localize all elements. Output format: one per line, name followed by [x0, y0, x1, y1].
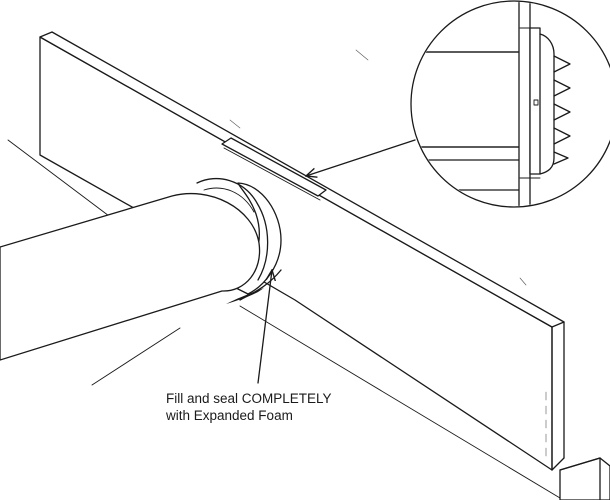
base-block — [559, 457, 610, 500]
detail-view — [410, 0, 610, 208]
foam-callout-label: Fill and seal COMPLETELY with Expanded F… — [166, 390, 332, 424]
vent-flange — [221, 137, 327, 201]
foam-arrow — [257, 270, 272, 384]
detail-arrow — [306, 139, 416, 176]
duct-pipe — [0, 177, 282, 361]
callout-arrows — [257, 139, 416, 384]
callout-line-2: with Expanded Foam — [166, 408, 293, 423]
callout-line-1: Fill and seal COMPLETELY — [166, 391, 332, 406]
